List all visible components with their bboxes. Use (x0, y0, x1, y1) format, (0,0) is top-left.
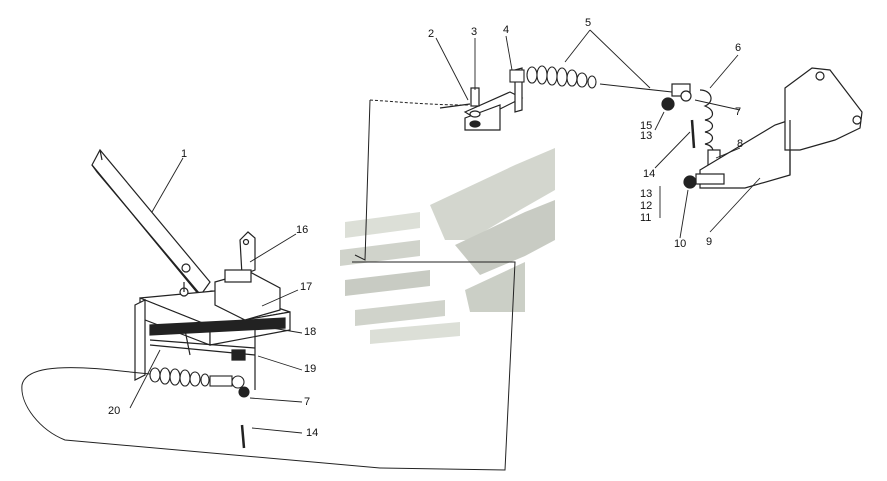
callout-20: 20 (108, 405, 121, 417)
callout-11: 11 (640, 212, 652, 224)
upper-bracket (439, 67, 524, 131)
callout-10: 10 (674, 238, 687, 250)
callout-3: 3 (471, 26, 478, 38)
callout-2: 2 (428, 28, 435, 40)
callout-13-lower: 13 (640, 188, 653, 200)
callout-8: 8 (737, 138, 744, 150)
callout-7-upper: 7 (735, 106, 742, 118)
pedal-bracket (134, 231, 291, 390)
leader-lines (129, 29, 761, 434)
callout-4: 4 (503, 24, 510, 36)
throttle-lever-assembly (661, 67, 863, 189)
callout-16: 16 (296, 224, 309, 236)
pedal-lever (91, 148, 218, 302)
throttle-cable (21, 99, 516, 471)
callout-1: 1 (181, 148, 188, 160)
callout-7-lower: 7 (304, 396, 311, 408)
callout-17: 17 (300, 281, 313, 293)
callout-5: 5 (585, 17, 592, 29)
callout-19: 19 (304, 363, 317, 375)
callout-15: 15 (640, 120, 653, 132)
callout-6: 6 (735, 42, 742, 54)
callout-14-upper: 14 (643, 168, 656, 180)
callout-13-upper: 13 (640, 130, 653, 142)
callout-18: 18 (304, 326, 317, 338)
upper-cable-boot (509, 65, 673, 93)
callout-14-lower: 14 (306, 427, 319, 439)
callout-12: 12 (640, 200, 653, 212)
watermark-logo (340, 148, 555, 344)
callout-9: 9 (706, 236, 713, 248)
lower-cable-boot (129, 367, 250, 449)
